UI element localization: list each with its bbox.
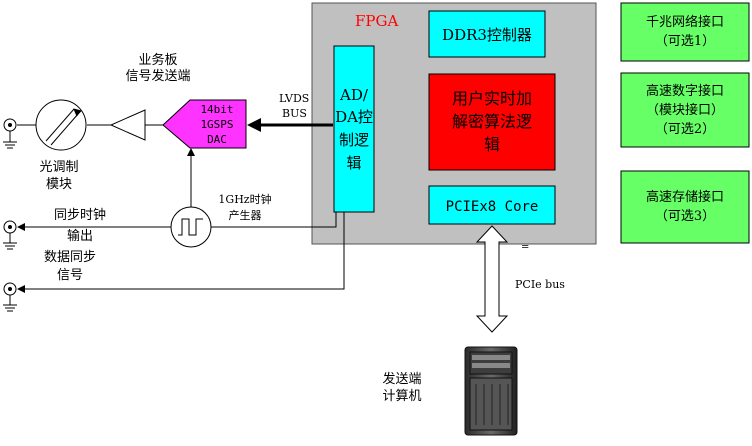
ad-da-line-4: 辑 [346, 154, 361, 172]
storage-interface-block [620, 170, 750, 244]
sync-clock-connector-icon [3, 220, 17, 250]
pcie-bus-double-arrow [475, 225, 509, 333]
modulator-arrow-2 [50, 113, 79, 146]
digital-line-2: （模块接口） [646, 102, 724, 118]
clock-to-addalogic-line [211, 212, 337, 228]
dac-line-3: DAC [207, 133, 227, 146]
fpga-title: FPGA [355, 12, 398, 30]
ddr3-label: DDR3控制器 [442, 26, 532, 44]
sync-clock-line-2: 输出 [67, 228, 93, 244]
ad-da-line-1: AD/ [339, 86, 369, 104]
crypto-logic-block [428, 73, 556, 171]
digital-interface-block [620, 72, 750, 148]
clock-to-dac-arrowhead [187, 148, 195, 156]
ad-da-line-3: 制逻 [339, 131, 369, 149]
board-label-line-2: 信号发送端 [125, 68, 190, 84]
sync-clock-arrowhead [17, 223, 25, 231]
clock-line-2: 产生器 [229, 208, 262, 222]
amplifier-icon [109, 109, 146, 141]
ad-da-logic-block [333, 45, 375, 213]
board-label-line-1: 业务板 [138, 52, 177, 68]
pcie-core-block [428, 185, 556, 225]
computer-line-1: 发送端 [382, 371, 421, 387]
dac-line-2: 1GSPS [200, 118, 233, 131]
crypto-line-3: 辑 [484, 135, 500, 154]
dac-block [162, 99, 247, 149]
computer-line-2: 计算机 [382, 389, 421, 404]
data-sync-arrowhead [17, 285, 25, 293]
pcie-bus-label: PCIe bus [515, 278, 565, 291]
crypto-line-2: 解密算法逻 [452, 112, 532, 131]
data-sync-line [25, 212, 345, 290]
storage-line-2: （可选3） [655, 209, 715, 224]
lvds-arrowhead [247, 118, 261, 132]
storage-line-1: 高速存储接口 [646, 189, 724, 205]
crypto-line-1: 用户实时加 [452, 89, 532, 108]
clock-line-1: 1GHz时钟 [218, 192, 271, 206]
pcie-core-label: PCIEx8 Core [446, 199, 539, 215]
ad-da-line-2: DA控 [335, 108, 373, 126]
data-sync-line-2: 信号 [57, 268, 83, 283]
optical-line-1: 光调制 [39, 160, 78, 175]
gige-line-1: 千兆网络接口 [646, 14, 724, 30]
lvds-line-2: BUS [282, 107, 307, 120]
digital-line-1: 高速数字接口 [646, 83, 724, 99]
optical-modulator-icon [35, 99, 87, 151]
dac-line-1: 14bit [200, 103, 233, 116]
sync-clock-line-1: 同步时钟 [54, 207, 106, 223]
square-wave-icon [178, 218, 203, 236]
computer-icon [464, 346, 518, 436]
gige-interface-block [620, 2, 750, 62]
data-sync-connector-icon [3, 282, 17, 312]
ddr3-controller-block [428, 10, 546, 58]
data-sync-line-1: 数据同步 [44, 250, 96, 265]
output-connector-icon [3, 118, 17, 149]
lvds-line-1: LVDS [279, 92, 309, 105]
optical-line-2: 模块 [46, 177, 72, 192]
modulator-arrow [45, 108, 82, 142]
gige-line-2: （可选1） [655, 34, 715, 49]
digital-line-3: （可选2） [655, 122, 715, 137]
clock-generator-icon [170, 206, 212, 248]
equals-mark: = [521, 242, 529, 253]
